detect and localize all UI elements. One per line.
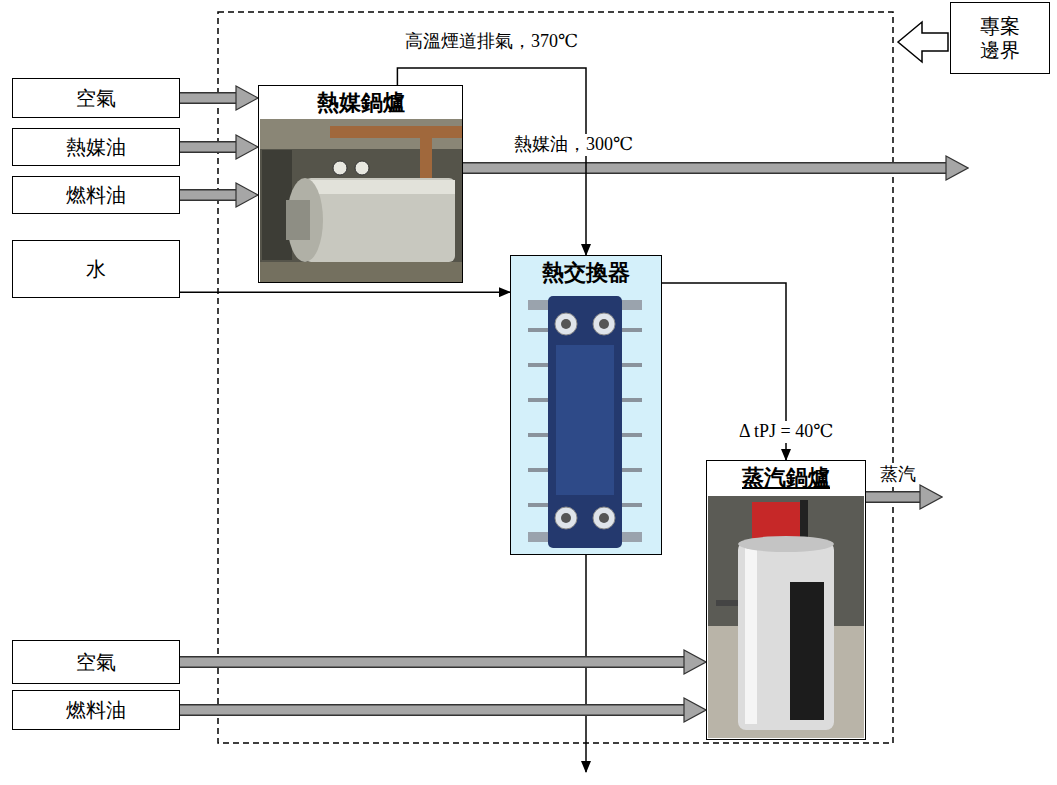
- control-panel: [790, 582, 824, 720]
- input-box: 熱媒油: [12, 128, 180, 166]
- plate-pack: [548, 296, 622, 548]
- pipe-line: [180, 292, 510, 293]
- box-label: 燃料油: [66, 183, 126, 207]
- arrow-body: [180, 706, 686, 715]
- burner-top: [752, 502, 802, 540]
- photo-floor: [260, 262, 462, 282]
- exchanger-ground: [510, 255, 662, 555]
- hot-oil-arrow: [463, 168, 948, 169]
- flow-arrow: [180, 710, 686, 711]
- box-label: 燃料油: [66, 698, 126, 722]
- line-body: [397, 68, 586, 255]
- input-box: 燃料油: [12, 176, 180, 214]
- input-box: 空氣: [12, 640, 180, 684]
- flow-arrow: [180, 662, 686, 663]
- box-label: 水: [86, 257, 106, 281]
- photo-highlight: [305, 180, 455, 194]
- arrow-body: [463, 164, 948, 173]
- photo-pipe: [330, 126, 462, 138]
- boiler-cylinder: [305, 178, 455, 262]
- photo-highlight: [745, 548, 757, 724]
- unit-title: 蒸汽鍋爐: [742, 465, 830, 491]
- arrow-body: [180, 94, 238, 103]
- arrow-body: [866, 493, 922, 502]
- line-body: [180, 291, 510, 293]
- arrow-outline: [180, 189, 238, 201]
- arrow-body: [180, 658, 686, 667]
- boiler-cylinder: [738, 542, 834, 730]
- flow-arrow: [180, 98, 238, 99]
- box-label: 空氣: [76, 86, 116, 110]
- photo-pipe: [420, 126, 432, 184]
- arrow-body: [180, 143, 238, 152]
- arrow-outline: [180, 92, 238, 104]
- input-box: 空氣: [12, 78, 180, 118]
- arrow-body: [180, 191, 238, 200]
- flow-arrow: [180, 147, 238, 148]
- edge-label: 高溫煙道排氣，370℃: [403, 31, 580, 53]
- project-boundary: [218, 12, 893, 743]
- exchanger-photo: [528, 296, 642, 548]
- burner: [286, 200, 310, 240]
- pipe-line: [397, 68, 586, 255]
- boiler-photo: [260, 119, 462, 282]
- steam-arrow: [866, 497, 922, 498]
- boiler-box: 熱媒鍋爐: [258, 85, 463, 283]
- gauge: [355, 161, 369, 175]
- plate-face: [556, 345, 614, 495]
- box-label: 專案 邊界: [974, 14, 1026, 62]
- flow-arrow: [180, 195, 238, 196]
- boiler-end: [287, 178, 323, 262]
- unit-title: 熱媒鍋爐: [317, 90, 405, 116]
- boiler-box: 蒸汽鍋爐: [706, 460, 866, 740]
- gauge: [333, 161, 347, 175]
- input-box: 燃料油: [12, 690, 180, 730]
- boiler-cap: [738, 536, 834, 552]
- edge-label: Δ tPJ = 40℃: [737, 421, 835, 443]
- box-label: 空氣: [76, 650, 116, 674]
- arrow-outline: [180, 656, 686, 668]
- unit-title: 熱交換器: [542, 260, 630, 286]
- ports: [555, 313, 615, 529]
- arrow-outline: [463, 162, 948, 174]
- flow-label: 蒸汽: [878, 464, 918, 486]
- photo-ground: [260, 119, 462, 282]
- callout-arrow: [898, 22, 948, 62]
- photo-pipe: [716, 600, 738, 606]
- arrow-outline: [180, 141, 238, 153]
- tie-bolts: [528, 330, 642, 505]
- input-box: 水: [12, 240, 180, 298]
- flow-label: 熱媒油，300℃: [512, 134, 635, 156]
- box-label: 熱媒油: [66, 135, 126, 159]
- arrow-outline: [866, 491, 922, 503]
- callout-box: 專案 邊界: [950, 2, 1050, 74]
- steam-boiler-photo: [708, 496, 864, 738]
- arrow-outline: [180, 704, 686, 716]
- exchanger-box: 熱交換器: [510, 255, 662, 555]
